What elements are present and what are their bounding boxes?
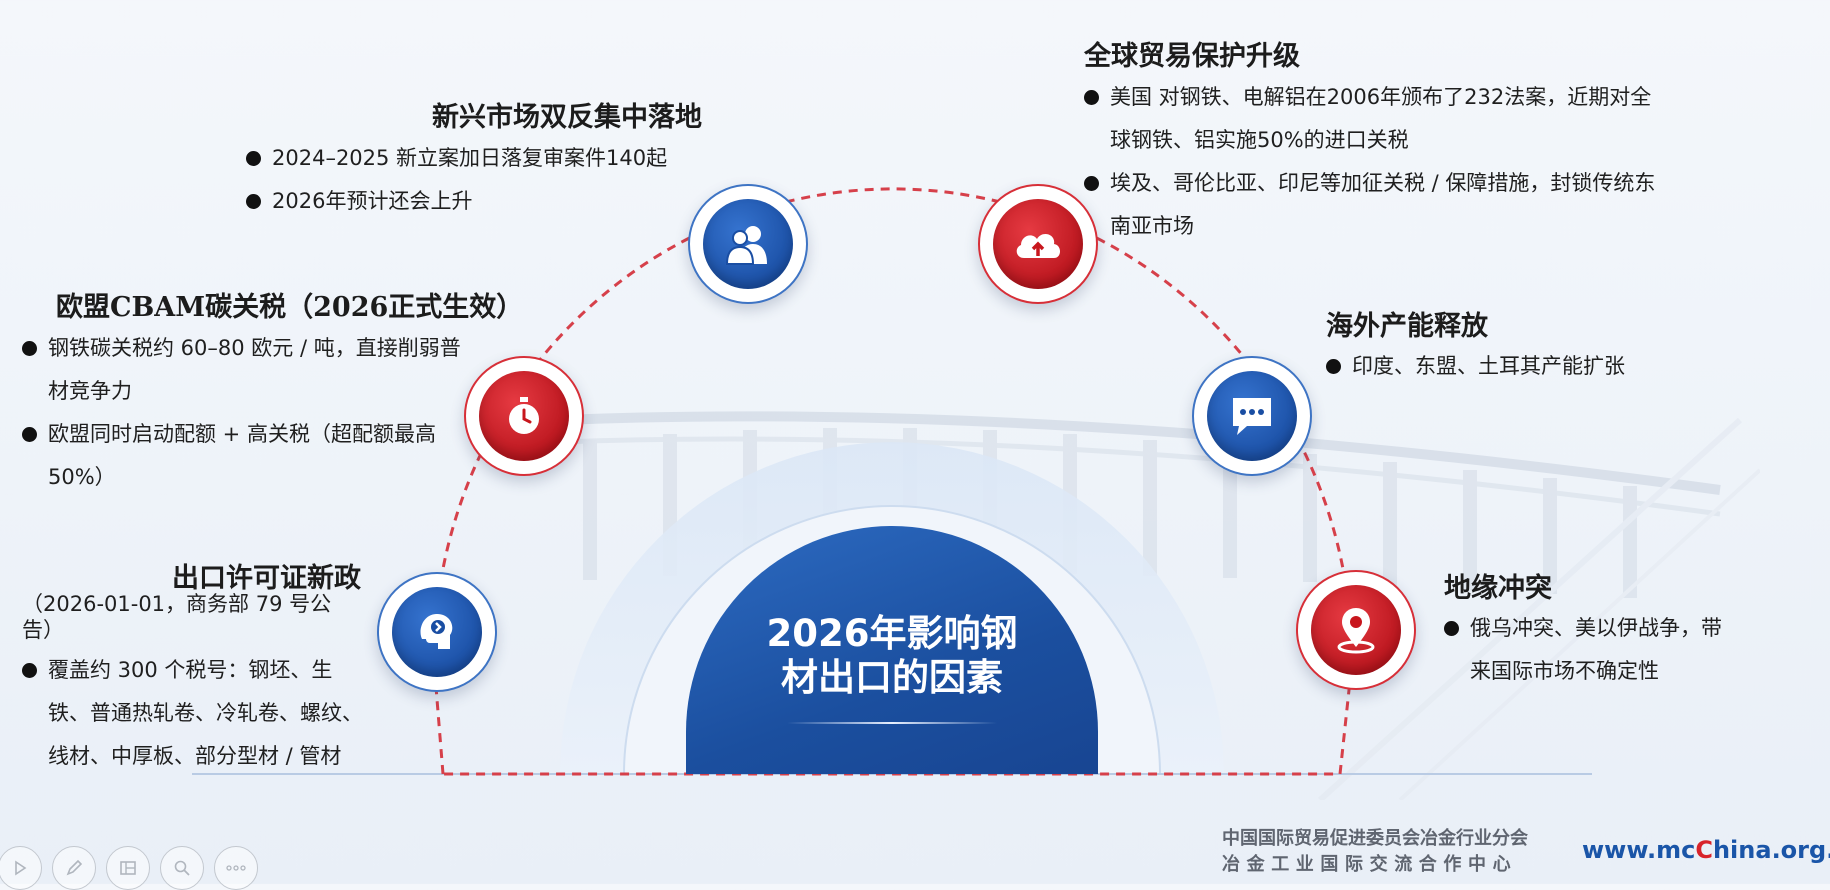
- emerging-markets-heading: 新兴市场双反集中落地: [432, 102, 702, 133]
- list-item: 2026年预计还会上升: [246, 180, 766, 223]
- slides-icon[interactable]: [106, 846, 150, 890]
- url-suffix: hina.org.cn: [1712, 836, 1830, 864]
- list-item: 2024–2025 新立案加日落复审案件140起: [246, 137, 766, 180]
- global-trade-list: 美国 对钢铁、电解铝在2006年颁布了232法案，近期对全球钢铁、铝实施50%的…: [1084, 76, 1664, 248]
- center-title: 2026年影响钢材出口的因素: [766, 612, 1018, 699]
- list-item: 印度、东盟、土耳其产能扩张: [1326, 345, 1786, 388]
- slideshow-toolbar: [0, 846, 258, 890]
- pen-icon[interactable]: [52, 846, 96, 890]
- geopolitics-list: 俄乌冲突、美以伊战争，带来国际市场不确定性: [1444, 607, 1734, 693]
- list-item: 俄乌冲突、美以伊战争，带来国际市场不确定性: [1444, 607, 1734, 693]
- play-icon[interactable]: [0, 846, 42, 890]
- org-name-line2: 冶金工业国际交流合作中心: [1222, 854, 1518, 875]
- eu-cbam-heading: 欧盟CBAM碳关税（2026正式生效）: [56, 292, 524, 323]
- node-export-license: [377, 572, 497, 692]
- head-bulb-icon: [420, 613, 453, 649]
- overseas-capacity-heading: 海外产能释放: [1326, 311, 1488, 342]
- geopolitics-heading: 地缘冲突: [1444, 573, 1552, 604]
- node-global-trade: [978, 184, 1098, 304]
- cloud-upload-icon: [1016, 233, 1060, 258]
- node-eu-cbam: [464, 356, 584, 476]
- eu-cbam-list: 钢铁碳关税约 60–80 欧元 / 吨，直接削弱普材竞争力 欧盟同时启动配额 +…: [22, 327, 462, 499]
- emerging-markets-list: 2024–2025 新立案加日落复审案件140起 2026年预计还会上升: [246, 137, 766, 223]
- map-pin-icon: [1337, 608, 1375, 654]
- stopwatch-icon: [509, 397, 539, 434]
- users-icon: [725, 226, 767, 265]
- chat-bubble-icon: [1233, 398, 1271, 435]
- node-emerging-markets: [688, 184, 808, 304]
- footer-url[interactable]: www.mcChina.org.cn: [1582, 836, 1830, 864]
- org-name-line1: 中国国际贸易促进委员会冶金行业分会: [1222, 828, 1528, 849]
- export-license-note: （2026-01-01，商务部 79 号公告）: [22, 592, 332, 642]
- node-geopolitics: [1296, 570, 1416, 690]
- export-license-list: 覆盖约 300 个税号：钢坯、生铁、普通热轧卷、冷轧卷、螺纹、线材、中厚板、部分…: [22, 649, 366, 778]
- more-icon[interactable]: [214, 846, 258, 890]
- overseas-capacity-list: 印度、东盟、土耳其产能扩张: [1326, 345, 1786, 388]
- url-highlight: C: [1695, 836, 1713, 864]
- footer-organization: 中国国际贸易促进委员会冶金行业分会 冶金工业国际交流合作中心: [1222, 826, 1528, 878]
- list-item: 钢铁碳关税约 60–80 欧元 / 吨，直接削弱普材竞争力: [22, 327, 462, 413]
- url-prefix: www.mc: [1582, 836, 1696, 864]
- global-trade-heading: 全球贸易保护升级: [1084, 41, 1300, 72]
- list-item: 美国 对钢铁、电解铝在2006年颁布了232法案，近期对全球钢铁、铝实施50%的…: [1084, 76, 1664, 162]
- node-overseas-capacity: [1192, 356, 1312, 476]
- list-item: 埃及、哥伦比亚、印尼等加征关税 / 保障措施，封锁传统东南亚市场: [1084, 162, 1664, 248]
- zoom-icon[interactable]: [160, 846, 204, 890]
- list-item: 覆盖约 300 个税号：钢坯、生铁、普通热轧卷、冷轧卷、螺纹、线材、中厚板、部分…: [22, 649, 366, 778]
- list-item: 欧盟同时启动配额 + 高关税（超配额最高 50%）: [22, 413, 462, 499]
- center-underline: [787, 722, 997, 724]
- export-license-heading: 出口许可证新政: [172, 563, 361, 594]
